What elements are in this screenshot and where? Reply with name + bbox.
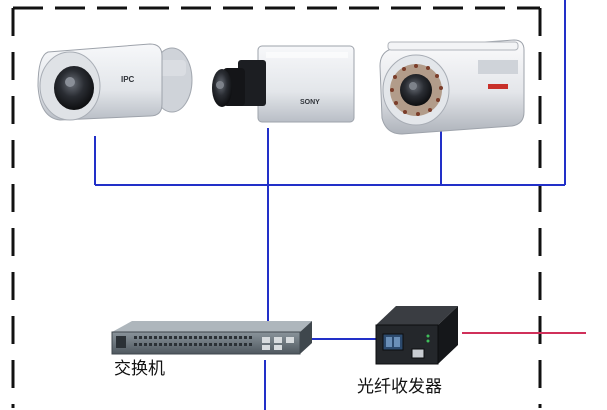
- ir-camera-icon: [379, 39, 525, 135]
- box-brand-text: SONY: [300, 99, 320, 106]
- boundary-dashes: [11, 6, 542, 408]
- converter-label: 光纤收发器: [357, 377, 442, 397]
- switch-label: 交换机: [114, 359, 165, 379]
- network-switch-icon: [111, 321, 312, 355]
- bullet-brand-text: IPC: [121, 75, 135, 84]
- box-camera-icon: SONY: [212, 45, 355, 123]
- fiber-converter-icon: [375, 306, 458, 365]
- network-cabling: [94, 0, 566, 410]
- bullet-camera-icon: IPC: [37, 43, 193, 121]
